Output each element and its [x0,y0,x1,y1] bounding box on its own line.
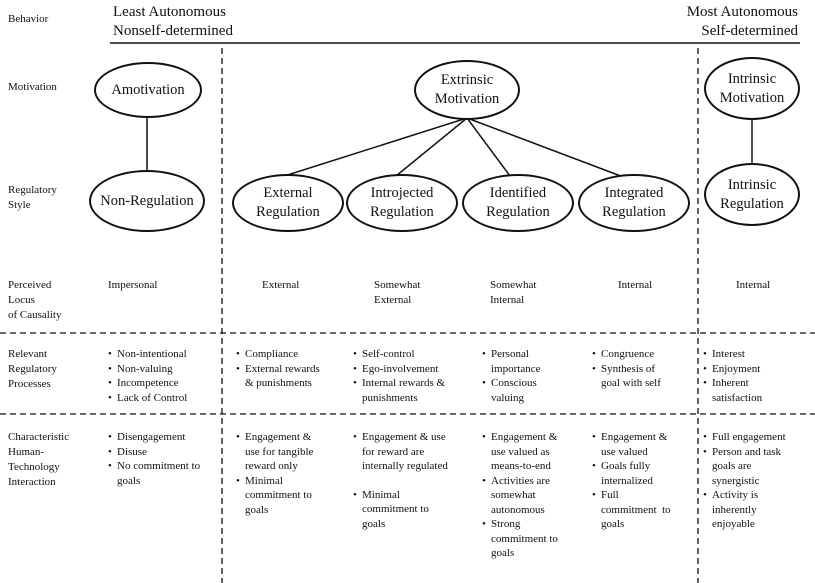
list-item: Non-intentional [108,347,187,362]
list-item: Congruence [592,347,661,362]
oval-external-regulation: External Regulation [232,174,344,232]
processes-integrated: Congruence Synthesis of goal with self [592,347,661,391]
list-item: Inherent satisfaction [703,376,762,405]
list-item: Full engagement [703,430,786,445]
locus-impersonal: Impersonal [108,279,158,291]
oval-amotivation: Amotivation [94,62,202,118]
locus-internal-integrated: Internal [618,279,653,291]
oval-intrinsic-motivation: Intrinsic Motivation [704,57,800,120]
header-least-autonomous: Least Autonomous Nonself-determined [113,4,233,39]
oval-intrinsic-regulation: Intrinsic Regulation [704,163,800,226]
interaction-external: Engagement & use for tangible reward onl… [236,430,313,517]
connector-introjected [395,117,468,177]
interaction-introjected: Engagement & use for reward are internal… [353,430,448,531]
list-item: Disengagement [108,430,200,445]
locus-somewhat-internal: Somewhat Internal [490,279,537,306]
interaction-amotivation: Disengagement Disuse No commitment to go… [108,430,200,488]
row-label-regulatory-style: Regulatory Style [8,184,57,211]
list-item: Engagement & use for reward are internal… [353,430,448,474]
processes-intrinsic: Interest Enjoyment Inherent satisfaction [703,347,762,405]
list-item: Engagement & use valued [592,430,671,459]
oval-integrated-regulation: Integrated Regulation [578,174,690,232]
list-item: Minimal commitment to goals [236,474,313,518]
list-item: Self-control [353,347,445,362]
list-item: Personal importance [482,347,540,376]
row-label-processes: Relevant Regulatory Processes [8,348,57,390]
list-item: Non-valuing [108,362,187,377]
list-item: Activities are somewhat autonomous [482,474,558,518]
connector-integrated [466,117,627,179]
row-label-behavior: Behavior [8,13,49,25]
list-item: Lack of Control [108,391,187,406]
list-item: Goals fully internalized [592,459,671,488]
row-label-interaction: Characteristic Human- Technology Interac… [8,431,70,488]
interaction-integrated: Engagement & use valued Goals fully inte… [592,430,671,532]
interaction-identified: Engagement & use valued as means-to-end … [482,430,558,561]
interaction-intrinsic: Full engagement Person and task goals ar… [703,430,786,532]
locus-somewhat-external: Somewhat External [374,279,421,306]
list-item: External rewards & punishments [236,362,320,391]
list-item: Activity is inherently enjoyable [703,488,786,532]
list-item: Full commitment to goals [592,488,671,532]
oval-non-regulation: Non-Regulation [89,170,205,232]
list-item: Minimal commitment to goals [353,488,448,532]
list-item: No commitment to goals [108,459,200,488]
list-item: Strong commitment to goals [482,517,558,561]
list-item: Person and task goals are synergistic [703,445,786,489]
list-item: Interest [703,347,762,362]
header-most-autonomous: Most Autonomous Self-determined [686,4,798,39]
list-item: Disuse [108,445,200,460]
list-item: Engagement & use valued as means-to-end [482,430,558,474]
oval-extrinsic-motivation: Extrinsic Motivation [414,60,520,120]
connector-external [277,117,468,179]
list-item: Compliance [236,347,320,362]
oval-introjected-regulation: Introjected Regulation [346,174,458,232]
processes-external: Compliance External rewards & punishment… [236,347,320,391]
list-item: Ego-involvement [353,362,445,377]
connector-identified [466,117,511,177]
list-item: Synthesis of goal with self [592,362,661,391]
locus-internal-intrinsic: Internal [736,279,771,291]
list-item: Incompetence [108,376,187,391]
locus-external: External [262,279,300,291]
processes-amotivation: Non-intentional Non-valuing Incompetence… [108,347,187,405]
processes-introjected: Self-control Ego-involvement Internal re… [353,347,445,405]
oval-identified-regulation: Identified Regulation [462,174,574,232]
list-item: Internal rewards & punishments [353,376,445,405]
list-item: Engagement & use for tangible reward onl… [236,430,313,474]
list-item: Enjoyment [703,362,762,377]
list-item: Conscious valuing [482,376,540,405]
row-label-locus: Perceived Locus of Causality [8,279,62,321]
row-label-motivation: Motivation [8,81,57,93]
processes-identified: Personal importance Conscious valuing [482,347,540,405]
